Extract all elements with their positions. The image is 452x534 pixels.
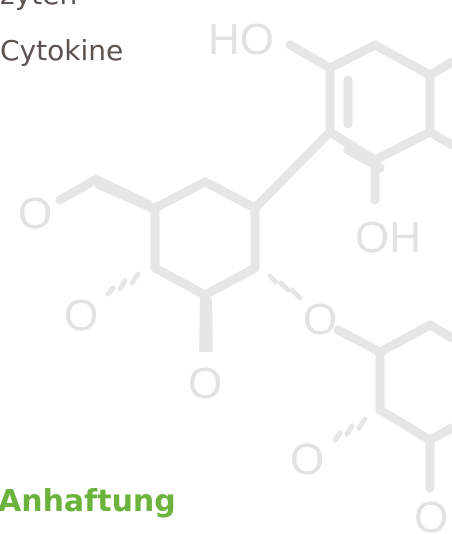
atom-label-ho-top: HO [208,15,274,64]
text-line-top: zyten [0,0,77,12]
aromatic-ring [250,40,452,213]
central-ring [55,174,303,352]
atom-label-o-left: O [18,189,52,238]
atom-label-o-lower-right: O [290,435,324,484]
lower-ring [332,320,452,493]
atom-label-o-left-lower: O [64,291,98,340]
text-line-cytokine: Cytokine [0,34,124,67]
atom-label-oh-right: OH [355,213,421,262]
atom-label-o-bottom-right: O [414,493,448,534]
headline-anhaftung: Anhaftung [0,484,176,519]
atom-label-o-bottom: O [188,359,222,408]
atom-label-o-bridge: O [303,295,337,344]
